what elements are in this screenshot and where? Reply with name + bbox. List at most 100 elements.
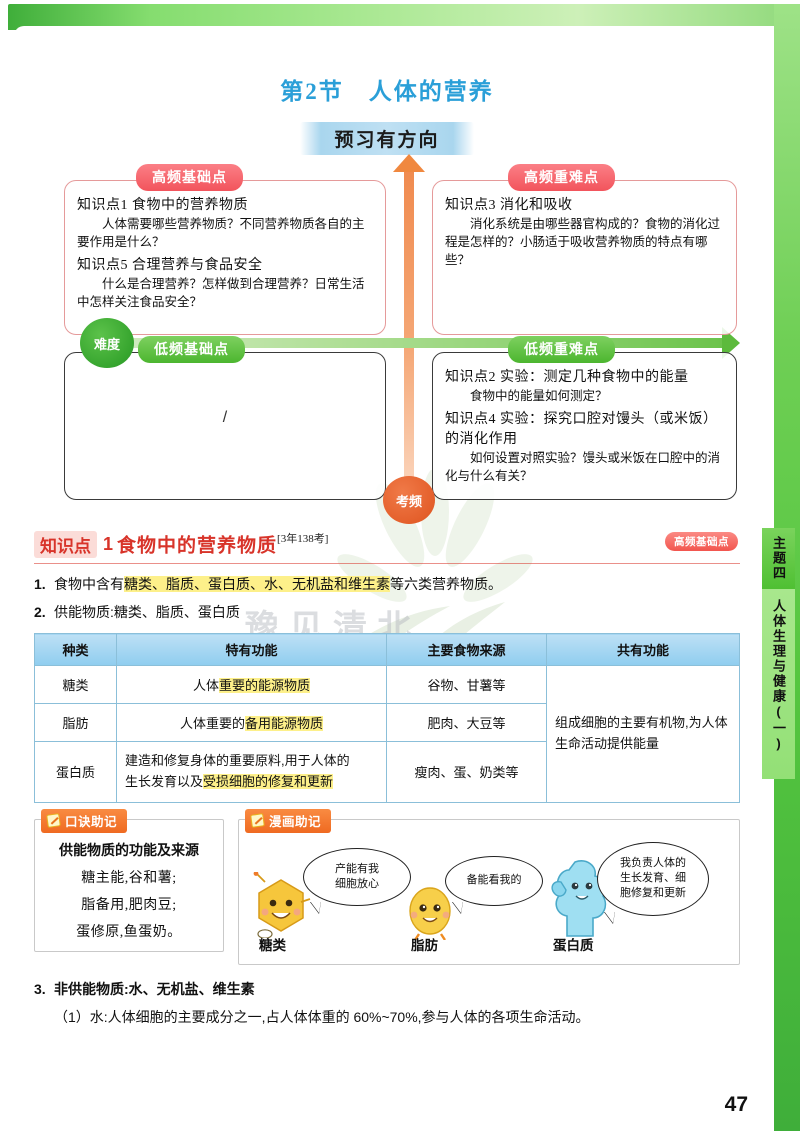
mnemonic-box: 口诀助记 供能物质的功能及来源 糖主能,谷和薯; 脂备用,肥肉豆; 蛋修原,鱼蛋… [34, 808, 224, 952]
quadrant-tag-high-freq-basic: 高频基础点 [136, 164, 243, 191]
cell-kind: 糖类 [34, 665, 117, 704]
page-frame-top [8, 4, 800, 30]
table-row: 脂肪 人体重要的备用能源物质 肥肉、大豆等 [34, 703, 740, 742]
difficulty-axis-line [404, 166, 414, 502]
list-sub-item-text: （1）水:人体细胞的主要成分之一,占人体体重的 60%~70%,参与人体的各项生… [54, 1008, 590, 1025]
fn-line1: 建造和修复身体的重要原料,用于人体的 [125, 753, 350, 768]
cell-function: 人体重要的能源物质 [116, 665, 387, 704]
kp-title: 知识点1 食物中的营养物质 [77, 198, 248, 213]
bubble-text: 产能有我 细胞放心 [335, 862, 379, 890]
speech-bubble: 备能看我的 [445, 855, 543, 906]
side-tab-name[interactable]: 人体生理与健康(一) [762, 589, 795, 779]
table-row: 糖类 人体重要的能源物质 谷物、甘薯等 组成细胞的主要有机物,为人体生命活动提供… [34, 665, 740, 803]
fn-highlight: 备用能源物质 [245, 716, 324, 731]
bubble-text: 备能看我的 [466, 874, 522, 887]
list-item-text: 非供能物质:水、无机盐、维生素 [54, 980, 255, 997]
cell-source: 谷物、甘薯等 [386, 665, 547, 704]
side-tab-theme[interactable]: 主题四 [762, 528, 795, 589]
item1-post: 等六类营养物质。 [390, 576, 502, 592]
character-label: 糖类 [259, 937, 286, 953]
difficulty-axis-label: 难度 [80, 318, 134, 368]
comic-box: 漫画助记 产能有我 细胞放心 [238, 808, 740, 965]
subtitle-text: 预习有方向 [334, 130, 440, 151]
table-header-cell: 种类 [34, 633, 117, 666]
quadrant-low-freq-hard: 知识点2 实验：测定几种食物中的能量 食物中的能量如何测定？ 知识点4 实验：探… [432, 352, 737, 500]
comic-label: 漫画助记 [245, 808, 332, 833]
table-header-row: 种类 特有功能 主要食物来源 共有功能 [34, 633, 740, 666]
fat-character-icon [409, 886, 451, 940]
table-header-cell: 共有功能 [546, 633, 740, 666]
cell-function: 人体重要的备用能源物质 [116, 703, 387, 742]
frequency-axis-label: 考频 [383, 476, 435, 524]
frequency-axis-line [104, 338, 722, 348]
bubble-text: 我负责人体的 生长发育、细 胞修复和更新 [620, 857, 686, 900]
quadrant-body: 知识点1 食物中的营养物质 人体需要哪些营养物质？不同营养物质各自的主要作用是什… [65, 181, 385, 318]
mnemonic-title: 供能物质的功能及来源 [59, 841, 199, 858]
kp-desc: 食物中的能量如何测定？ [470, 389, 608, 403]
quadrant-body: 知识点3 消化和吸收 消化系统是由哪些器官构成的？食物的消化过程是怎样的？小肠适… [433, 181, 736, 275]
helper-boxes: 口诀助记 供能物质的功能及来源 糖主能,谷和薯; 脂备用,肥肉豆; 蛋修原,鱼蛋… [34, 808, 740, 965]
quadrant-high-freq-hard: 知识点3 消化和吸收 消化系统是由哪些器官构成的？食物的消化过程是怎样的？小肠适… [432, 180, 737, 335]
page-number: 47 [724, 1093, 748, 1116]
quadrant-body: 知识点2 实验：测定几种食物中的能量 食物中的能量如何测定？ 知识点4 实验：探… [433, 353, 736, 491]
side-tab[interactable]: 主题四 人体生理与健康(一) [762, 528, 796, 779]
mindmap: 难度 考频 高频基础点 知识点1 食物中的营养物质 人体需要哪些营养物质？不同营… [38, 154, 740, 524]
speech-bubble: 产能有我 细胞放心 [303, 847, 411, 906]
subtitle-brush: 预习有方向 [300, 122, 474, 155]
frequency-axis-arrow [722, 327, 740, 359]
character-label: 脂肪 [411, 937, 438, 953]
fn-line2-pre: 生长发育以及 [125, 773, 204, 789]
fn-highlight: 重要的能源物质 [219, 678, 311, 693]
item1-pre: 食物中含有 [54, 576, 124, 592]
cell-shared-function: 组成细胞的主要有机物,为人体生命活动提供能量 [546, 665, 740, 803]
quadrant-high-freq-basic: 知识点1 食物中的营养物质 人体需要哪些营养物质？不同营养物质各自的主要作用是什… [64, 180, 386, 335]
fn-pre: 人体 [192, 678, 219, 693]
cell-kind: 蛋白质 [34, 741, 117, 803]
kp-title: 知识点3 消化和吸收 [445, 198, 573, 213]
table-header-cell: 特有功能 [116, 633, 387, 666]
mnemonic-line: 蛋修原,鱼蛋奶。 [76, 924, 182, 940]
comic-label-text: 漫画助记 [269, 814, 322, 829]
list-item-number: 3. [34, 980, 46, 997]
difficulty-axis-arrow [393, 154, 425, 172]
kp-title: 知识点4 实验：探究口腔对馒头（或米饭）的消化作用 [445, 412, 718, 448]
pencil-icon [250, 812, 265, 828]
kp-desc: 消化系统是由哪些器官构成的？食物的消化过程是怎样的？小肠适于吸收营养物质的特点有… [445, 217, 721, 268]
nutrient-table: 种类 特有功能 主要食物来源 共有功能 糖类 人体重要的能源物质 谷物、甘薯等 … [34, 633, 740, 803]
table-header-cell: 主要食物来源 [386, 633, 547, 666]
pencil-icon [46, 812, 61, 828]
kp-name: 食物中的营养物质 [117, 535, 278, 557]
page-title: 第2节 人体的营养 [280, 79, 494, 104]
kp-desc: 人体需要哪些营养物质？不同营养物质各自的主要作用是什么？ [77, 217, 365, 250]
fn-pre: 人体重要的 [179, 716, 245, 731]
list-item-number: 2. [34, 604, 46, 620]
speech-bubble: 我负责人体的 生长发育、细 胞修复和更新 [597, 841, 709, 916]
quadrant-placeholder: / [222, 409, 228, 426]
table-row: 蛋白质 建造和修复身体的重要原料,用于人体的生长发育以及受损细胞的修复和更新 瘦… [34, 741, 740, 803]
cell-source: 肥肉、大豆等 [386, 703, 547, 742]
list-item-text: 食物中含有糖类、脂质、蛋白质、水、无机盐和维生素等六类营养物质。 [54, 574, 502, 595]
cell-function: 建造和修复身体的重要原料,用于人体的生长发育以及受损细胞的修复和更新 [116, 741, 387, 803]
status-badge: 高频基础点 [665, 532, 738, 551]
comic-scene: 产能有我 细胞放心 糖类 备能看我的 脂肪 [245, 841, 733, 954]
body-text-bottom: 3. 非供能物质:水、无机盐、维生素 （1）水:人体细胞的主要成分之一,占人体体… [34, 979, 740, 1028]
subtitle-container: 预习有方向 [14, 122, 760, 155]
kp-title: 知识点5 合理营养与食品安全 [77, 258, 263, 274]
fn-highlight: 受损细胞的修复和更新 [203, 773, 334, 789]
kp-desc: 什么是合理营养？怎样做到合理营养？日常生活中怎样关注食品安全？ [77, 277, 365, 310]
kp-exam-count: [3年138考] [277, 533, 329, 545]
list-item: 3. 非供能物质:水、无机盐、维生素 [34, 979, 740, 1000]
item1-highlight: 糖类、脂质、蛋白质、水、无机盐和维生素 [124, 576, 390, 592]
cell-source: 瘦肉、蛋、奶类等 [386, 741, 547, 803]
kp-divider [34, 562, 740, 564]
mnemonic-label: 口诀助记 [41, 808, 128, 833]
mnemonic-label-text: 口诀助记 [65, 814, 118, 829]
kp-number: 1 [103, 533, 114, 554]
list-item: 2. 供能物质:糖类、脂质、蛋白质 [34, 602, 740, 623]
mnemonic-line: 脂备用,肥肉豆; [81, 897, 177, 913]
quadrant-tag-low-freq-basic: 低频基础点 [138, 336, 245, 363]
character-label: 蛋白质 [553, 937, 594, 953]
mnemonic-line: 糖主能,谷和薯; [81, 870, 177, 886]
